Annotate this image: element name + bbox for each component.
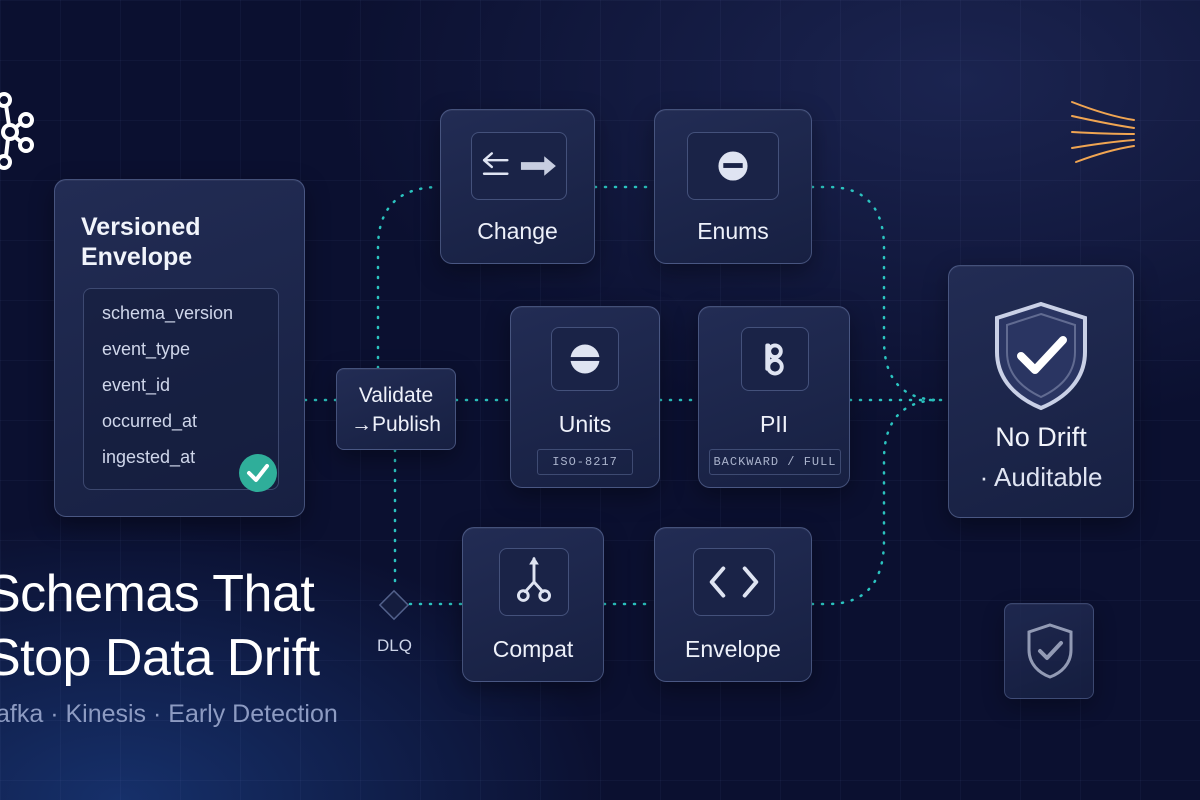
no-drift-card: No Drift · Auditable	[948, 265, 1134, 518]
enums-label: Enums	[697, 218, 769, 244]
check-badge-icon	[239, 454, 277, 492]
validate-publish-label: Validate →Publish	[351, 384, 441, 436]
change-tile: Change	[440, 109, 595, 264]
field-event-type: event_type	[102, 339, 191, 359]
envelope-tile-label: Envelope	[685, 636, 781, 662]
headline-line-2: Stop Data Drift	[0, 629, 320, 687]
envelope-tile: Envelope	[654, 527, 812, 682]
units-label: Units	[558, 411, 612, 437]
field-occurred-at: occurred_at	[102, 411, 198, 431]
pii-tile: PII BACKWARD / FULL	[698, 306, 850, 488]
versioned-envelope-card: Versioned Envelope schema_version event_…	[54, 179, 305, 517]
arrows-icon	[471, 132, 567, 200]
headline-subline: afka · Kinesis · Early Detection	[0, 700, 338, 728]
envelope-title: Versioned Envelope	[81, 213, 201, 271]
field-event-id: event_id	[102, 375, 171, 395]
validate-publish-node: Validate →Publish	[336, 368, 456, 450]
code-brackets-icon	[693, 548, 775, 616]
envelope-field-list: schema_version event_type event_id occur…	[83, 288, 279, 492]
pii-icon	[741, 327, 809, 391]
network-logo-icon	[0, 92, 34, 170]
no-drift-label: No Drift	[995, 422, 1087, 452]
dlq-label: DLQ	[377, 636, 412, 655]
signal-streaks-icon	[1071, 101, 1135, 163]
units-badge: ISO-8217	[537, 449, 633, 475]
auditable-label: · Auditable	[979, 462, 1103, 492]
enums-tile: Enums	[654, 109, 812, 264]
small-shield-card	[1004, 603, 1094, 699]
units-icon	[551, 327, 619, 391]
enum-circle-icon	[687, 132, 779, 200]
shield-check-icon	[995, 301, 1087, 411]
pii-label: PII	[759, 411, 789, 437]
headline-line-1: Schemas That	[0, 565, 315, 623]
units-tile: Units ISO-8217	[510, 306, 660, 488]
field-schema-version: schema_version	[102, 303, 234, 323]
field-ingested-at: ingested_at	[102, 447, 196, 467]
change-label: Change	[477, 218, 558, 244]
compat-label: Compat	[492, 636, 574, 662]
small-shield-check-icon	[1027, 623, 1073, 679]
branch-icon	[499, 548, 569, 616]
pii-badge: BACKWARD / FULL	[709, 449, 841, 475]
dlq-diamond-icon	[378, 589, 410, 621]
compat-tile: Compat	[462, 527, 604, 682]
